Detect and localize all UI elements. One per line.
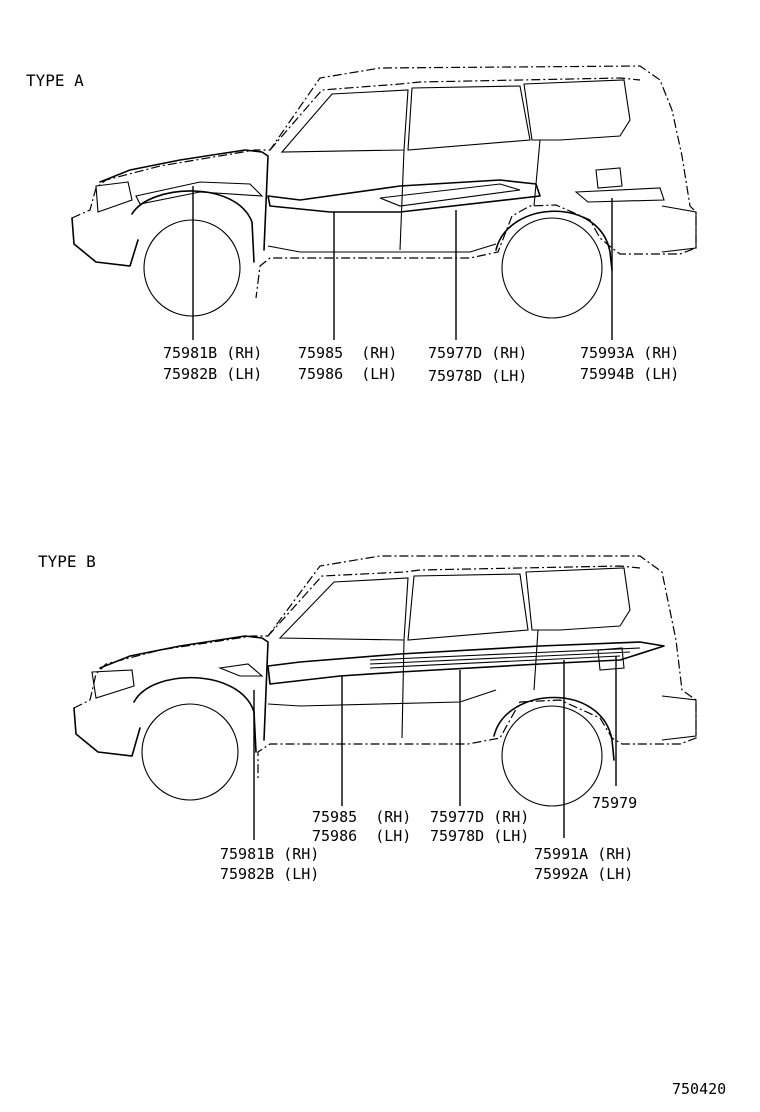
type-b-rear-emblem	[597, 647, 625, 671]
type-a-roof-line	[269, 77, 641, 151]
type-b-front-arch	[133, 676, 257, 753]
callout-b-75992a: 75992A (LH)	[534, 865, 633, 883]
type-b-title: TYPE B	[38, 552, 96, 571]
callout-75977d: 75977D (RH)	[428, 344, 527, 362]
type-a-hood	[99, 149, 269, 251]
type-a-front-bumper	[71, 217, 139, 267]
type-a-body-outline	[71, 65, 697, 299]
type-a-rear-bumper	[661, 205, 697, 253]
type-b-front-door-window	[407, 573, 529, 641]
type-a-door-line	[399, 139, 541, 251]
callout-75978d: 75978D (LH)	[428, 367, 527, 385]
type-b-headlamp	[91, 669, 135, 699]
callout-b-75979: 75979	[592, 794, 637, 812]
type-b-stripe-hatch-1	[369, 647, 641, 669]
type-a-rear-stripe	[574, 187, 665, 203]
type-b-front-wheel	[141, 703, 239, 801]
type-a-title: TYPE A	[26, 71, 84, 90]
type-b-fender-stripe	[217, 663, 264, 677]
type-b-hood	[99, 635, 269, 741]
callout-75993a: 75993A (RH)	[580, 344, 679, 362]
callout-b-75977d: 75977D (RH)	[430, 808, 529, 826]
type-b-rear-window	[525, 567, 631, 631]
callout-75994b: 75994B (LH)	[580, 365, 679, 383]
type-a-stripe-inner	[379, 183, 521, 207]
type-b-section: TYPE B	[38, 552, 697, 883]
type-a-section: TYPE A	[26, 65, 697, 385]
callout-b-75986: 75986 (LH)	[312, 827, 411, 845]
type-b-side-stripe	[267, 641, 665, 685]
type-b-rear-bumper	[661, 695, 697, 741]
callout-b-75978d: 75978D (LH)	[430, 827, 529, 845]
type-a-front-door-window	[407, 85, 531, 151]
callout-b-75982b: 75982B (LH)	[220, 865, 319, 883]
type-a-fuel-door	[595, 167, 623, 189]
callout-b-75981b: 75981B (RH)	[220, 845, 319, 863]
type-b-front-bumper	[73, 707, 141, 757]
type-a-rear-arch	[495, 210, 613, 271]
diagram-id: 750420	[672, 1080, 726, 1098]
callout-b-75985: 75985 (RH)	[312, 808, 411, 826]
type-a-windshield	[280, 89, 409, 153]
type-b-vehicle-drawing	[73, 555, 697, 840]
type-a-rear-window	[523, 79, 631, 141]
type-b-door-line	[401, 629, 539, 739]
type-b-callouts: 75981B (RH) 75982B (LH) 75985 (RH) 75986…	[220, 794, 637, 883]
type-a-headlamp	[95, 181, 133, 213]
callout-75982b: 75982B (LH)	[163, 365, 262, 383]
type-a-rocker	[267, 243, 497, 253]
type-a-fender-stripe	[135, 181, 264, 205]
type-a-rear-wheel	[501, 217, 603, 319]
type-a-callouts: 75981B (RH) 75982B (LH) 75985 (RH) 75986…	[163, 344, 679, 385]
type-a-side-stripe	[267, 179, 541, 213]
type-b-windshield	[278, 577, 409, 641]
type-a-front-wheel	[143, 219, 241, 317]
type-b-roof-line	[267, 565, 641, 637]
type-b-rear-arch	[493, 696, 615, 761]
callout-b-75991a: 75991A (RH)	[534, 845, 633, 863]
callout-75985: 75985 (RH)	[298, 344, 397, 362]
type-b-rear-wheel	[501, 705, 603, 807]
type-a-vehicle-drawing	[71, 65, 697, 340]
callout-75986: 75986 (LH)	[298, 365, 397, 383]
type-b-body-outline	[73, 555, 697, 780]
type-b-rocker	[267, 689, 497, 707]
callout-75981b: 75981B (RH)	[163, 344, 262, 362]
